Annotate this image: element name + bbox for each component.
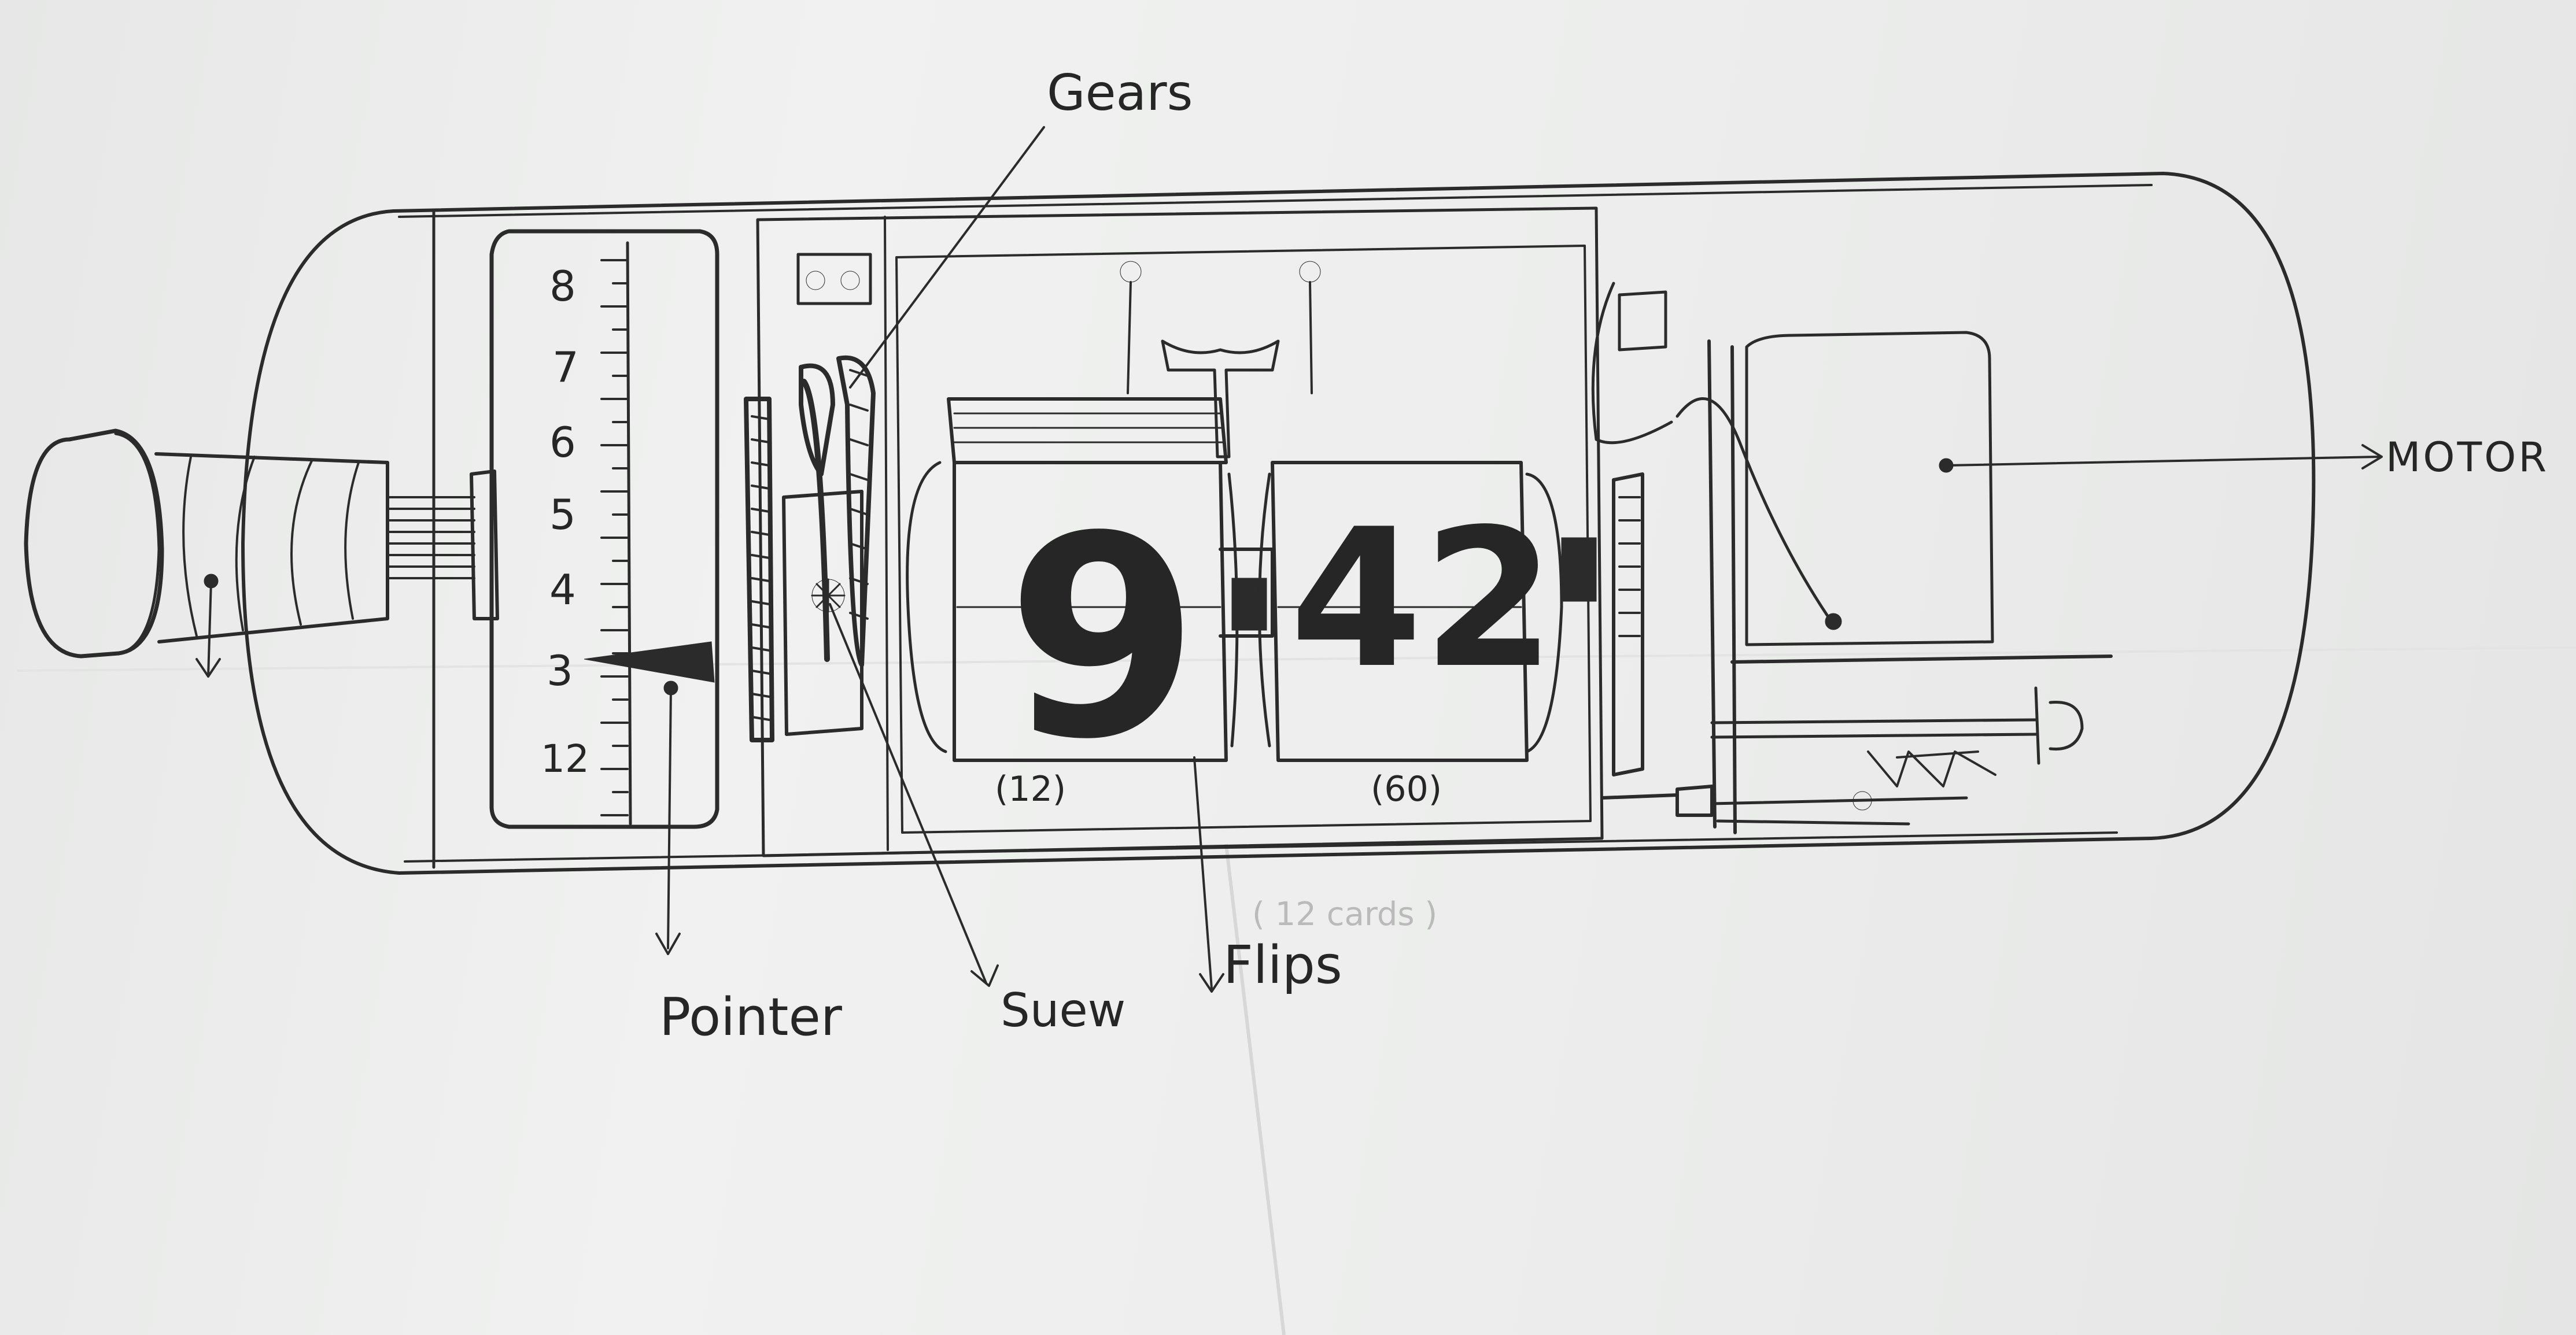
cards-note-label: ( 12 cards ) [1252, 896, 1437, 933]
gears-label: Gears [1047, 64, 1193, 122]
gear-column [746, 254, 873, 740]
flip-display: 9 (12) 42 (60) [907, 261, 1596, 809]
scale-label-7: 7 [552, 343, 579, 391]
flips-label: Flips [1223, 935, 1342, 996]
scale-label-6: 6 [549, 418, 576, 467]
motor-label: MOTOR [2386, 434, 2549, 481]
knob[interactable] [26, 431, 387, 676]
knob-shaft [387, 471, 497, 619]
hour-digit: 9 [1006, 477, 1200, 800]
hour-scale: 8 7 6 5 4 3 12 [492, 231, 717, 827]
minute-card-count: (60) [1371, 769, 1442, 809]
motor-block [1747, 332, 2382, 645]
hour-card-count: (12) [995, 769, 1066, 809]
scale-label-5: 5 [549, 490, 576, 539]
scale-label-8: 8 [549, 262, 576, 310]
drive-mechanism [1593, 283, 2111, 833]
scale-ticks [601, 260, 628, 815]
scale-label-4: 4 [549, 565, 576, 614]
screw-label: Suew [1001, 983, 1125, 1037]
pointer-arrow[interactable] [584, 642, 714, 954]
scale-label-3: 3 [547, 646, 573, 695]
scale-label-12: 12 [541, 737, 589, 781]
pointer-label: Pointer [659, 987, 842, 1048]
minute-digits: 42 [1290, 488, 1555, 710]
